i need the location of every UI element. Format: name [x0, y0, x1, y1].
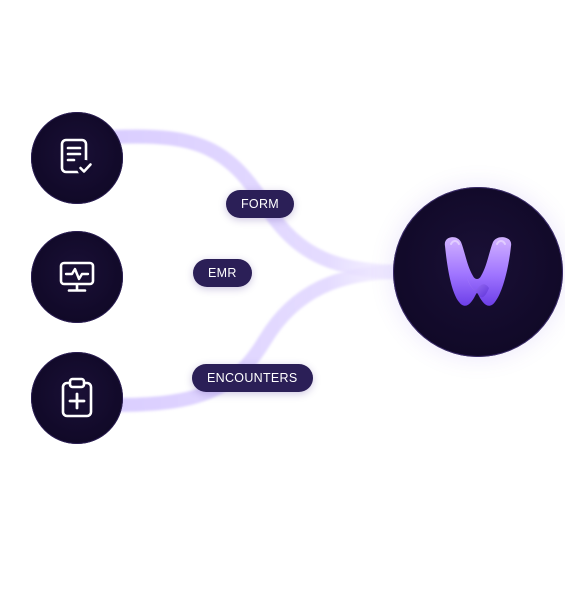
- source-node-emr: [31, 231, 123, 323]
- form-check-icon: [60, 138, 93, 176]
- flow-line-encounters: [108, 265, 407, 412]
- label-encounters: ENCOUNTERS: [192, 364, 313, 392]
- label-form: FORM: [226, 190, 294, 218]
- monitor-vitals-icon: [59, 261, 95, 292]
- hub-node: [393, 187, 563, 357]
- w-logo-icon: [444, 237, 512, 306]
- clipboard-plus-icon: [61, 377, 93, 418]
- source-node-form: [31, 112, 123, 204]
- label-emr: EMR: [193, 259, 252, 287]
- source-node-encounters: [31, 352, 123, 444]
